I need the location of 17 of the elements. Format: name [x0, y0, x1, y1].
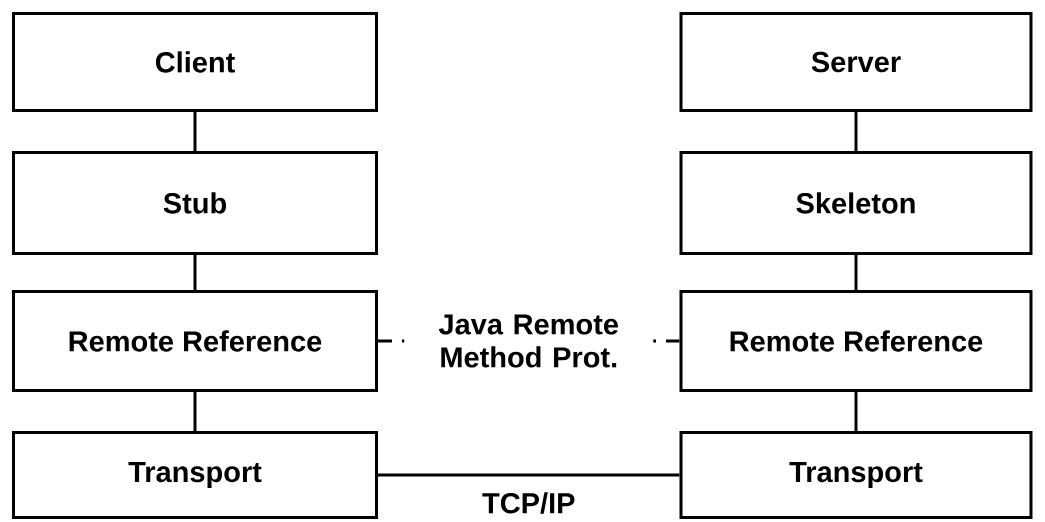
- connector-line: [854, 112, 858, 151]
- layer-box: Transport: [12, 431, 378, 519]
- connector-line: [193, 255, 197, 290]
- layer-box: Remote Reference: [12, 290, 378, 392]
- edge-label: TCP/IP: [482, 492, 575, 514]
- layer-box: Remote Reference: [679, 290, 1033, 392]
- connector-line: [854, 255, 858, 290]
- layer-box: Skeleton: [679, 151, 1033, 255]
- connector-line: [193, 392, 197, 431]
- layer-box: Client: [12, 12, 378, 112]
- connector-line: [193, 112, 197, 151]
- layer-box: Server: [679, 12, 1033, 112]
- layer-box: Stub: [12, 151, 378, 255]
- connector-line: [378, 473, 680, 477]
- edge-label: Java Remote Method Prot.: [404, 312, 654, 370]
- connector-line: [854, 392, 858, 431]
- layer-box: Transport: [679, 431, 1033, 519]
